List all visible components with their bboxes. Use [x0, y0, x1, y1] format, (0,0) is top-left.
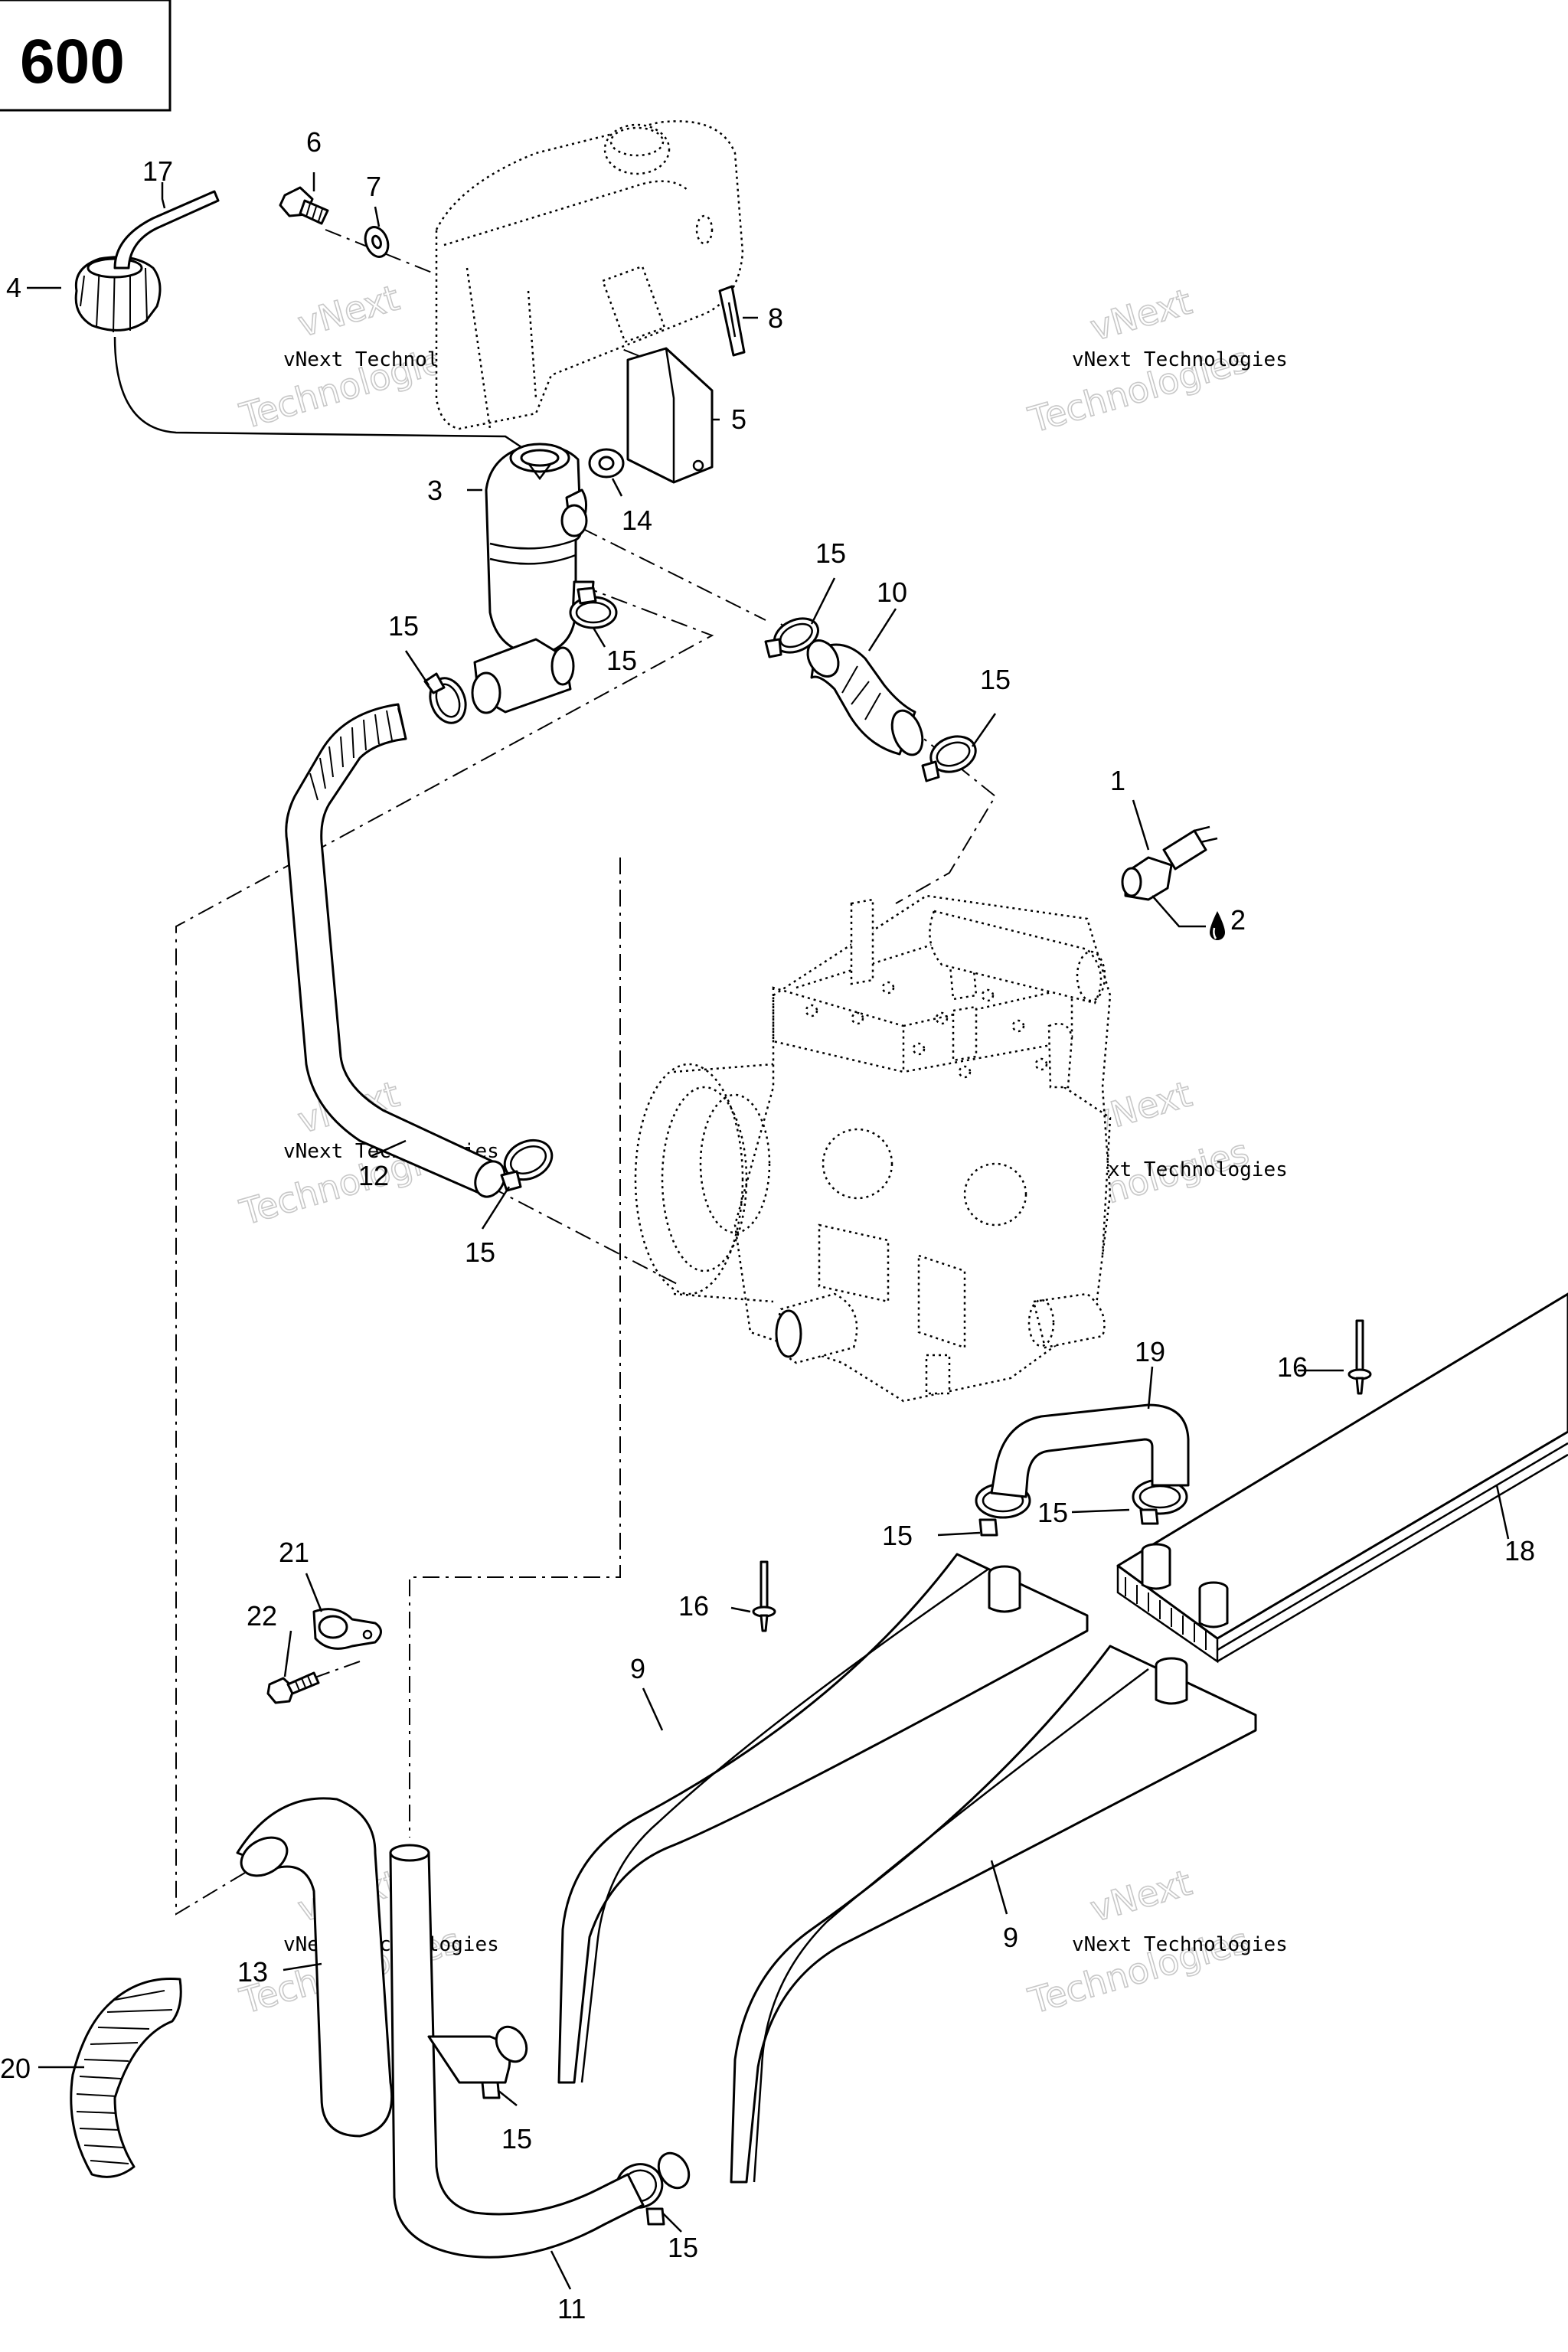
callout-19: 19	[1135, 1336, 1165, 1367]
hose-clamp	[921, 735, 977, 782]
callout-15-e: 15	[465, 1236, 495, 1268]
svg-text:vNext Technologies: vNext Technologies	[1072, 1933, 1288, 1956]
callout-17: 17	[142, 155, 173, 187]
callout-15-c: 15	[606, 645, 637, 676]
hose-13	[236, 1797, 394, 2138]
callout-5: 5	[731, 403, 746, 435]
svg-text:vNext Technologies: vNext Technologies	[1072, 348, 1288, 371]
svg-text:vNext: vNext	[1086, 281, 1196, 349]
callout-labels: 17 6 7 4 8 5 3 14 15 10 15 15 15 1 2 12 …	[0, 126, 1535, 2324]
callout-21: 21	[279, 1537, 309, 1568]
hose-12	[285, 703, 506, 1198]
expansion-tank	[471, 443, 595, 714]
callout-16-a: 16	[1277, 1351, 1308, 1383]
hose-10	[806, 639, 924, 756]
washer	[364, 226, 390, 258]
hose-19	[990, 1403, 1190, 1498]
heat-exchanger-9	[557, 1553, 1089, 2084]
hose-11	[389, 1844, 645, 2259]
hose-stub	[495, 2025, 528, 2063]
callout-14: 14	[622, 505, 652, 536]
page-number: 600	[20, 27, 125, 96]
callout-1: 1	[1110, 765, 1125, 796]
vent-hose-line	[113, 336, 529, 453]
leader-lines	[27, 172, 1510, 2290]
spring-clip	[718, 285, 746, 357]
mounting-clip	[312, 1608, 382, 1650]
svg-text:vNext: vNext	[293, 277, 403, 345]
callout-12: 12	[358, 1160, 389, 1191]
callout-6: 6	[306, 126, 322, 158]
hose-clamp	[423, 672, 467, 724]
page-number-badge: 600	[0, 0, 172, 112]
heat-exchanger-9-lower	[730, 1645, 1257, 2184]
corrugated-hose-20	[70, 1977, 182, 2178]
engine	[634, 894, 1112, 1403]
clip-bolt	[266, 1671, 320, 1704]
callout-10: 10	[877, 577, 907, 608]
hose-clamp	[569, 586, 618, 629]
callout-15-b: 15	[388, 610, 419, 642]
callout-7: 7	[366, 171, 381, 202]
callout-9-b: 9	[1003, 1922, 1018, 1953]
callout-22: 22	[247, 1600, 277, 1632]
tank-bracket	[626, 347, 714, 484]
grommet	[588, 448, 625, 479]
callout-15-i: 15	[668, 2232, 698, 2263]
callout-13: 13	[237, 1956, 268, 1988]
watermark: vNext Technologies vNext Technologies	[1023, 1861, 1288, 2023]
callout-15-g: 15	[1037, 1497, 1068, 1528]
rivet	[1348, 1319, 1372, 1395]
callout-18: 18	[1504, 1535, 1535, 1566]
svg-text:vNext: vNext	[1086, 1862, 1196, 1930]
liquid-drop-icon	[1210, 911, 1225, 940]
sensor-leader	[1152, 895, 1206, 928]
callout-2: 2	[1230, 904, 1246, 936]
callout-4: 4	[6, 272, 21, 303]
callout-11: 11	[557, 2293, 586, 2324]
hose-clamp	[1132, 1478, 1188, 1525]
hose-clamp	[764, 617, 819, 658]
callout-16-b: 16	[678, 1590, 709, 1622]
callout-3: 3	[427, 475, 443, 506]
coolant-tank	[435, 120, 744, 430]
callout-15-d: 15	[980, 664, 1011, 695]
temperature-sensor	[1121, 825, 1218, 901]
callout-15-a: 15	[815, 537, 846, 569]
callout-20: 20	[0, 2053, 31, 2084]
rivet	[752, 1560, 776, 1632]
heat-exchanger-18	[1116, 1292, 1568, 1664]
callout-15-h: 15	[501, 2123, 532, 2154]
watermark: vNext Technologies vNext Technologies	[1023, 280, 1288, 442]
pressure-cap	[74, 190, 220, 333]
callout-9-a: 9	[630, 1653, 645, 1684]
tank-bolt	[279, 186, 329, 225]
hose-clamp	[500, 1138, 554, 1192]
hose-stub	[657, 2151, 691, 2190]
callout-15-f: 15	[882, 1520, 913, 1551]
callout-8: 8	[768, 302, 783, 334]
